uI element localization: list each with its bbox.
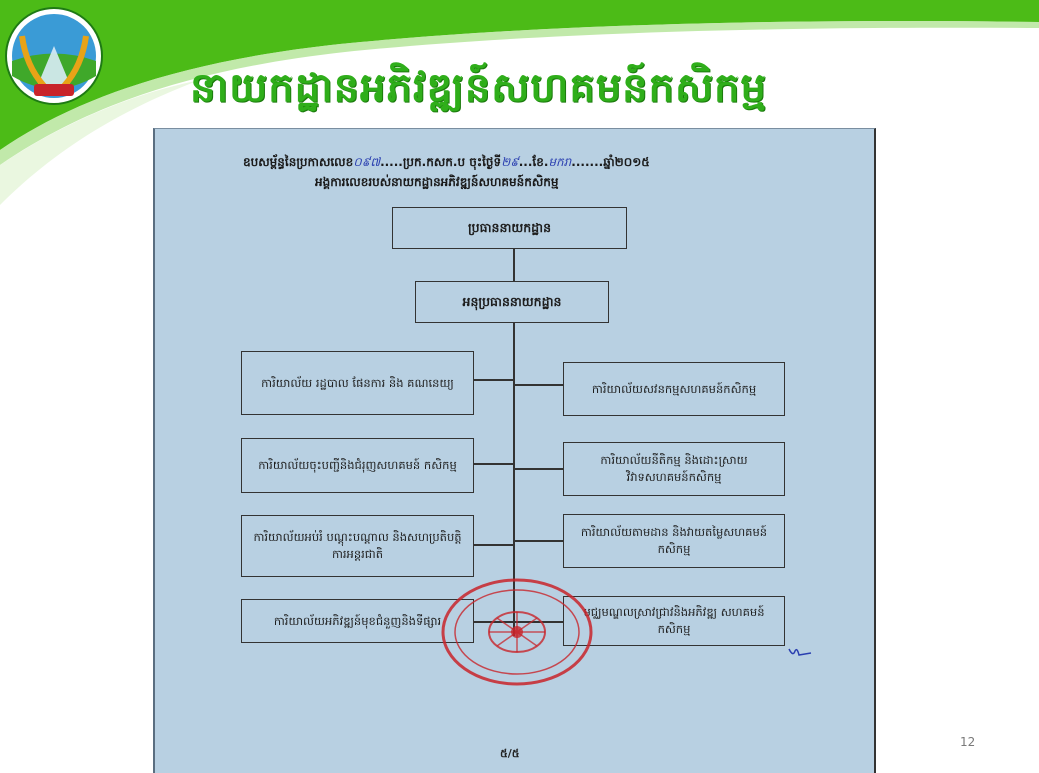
org-box-left-office: ការិយាល័យចុះបញ្ជីនិងជំរុញសហគមន៍ កសិកម្ម: [241, 438, 474, 493]
connector-main: [513, 249, 515, 287]
connector-right-3: [514, 540, 563, 542]
header-year: .......ឆ្នាំ២០១៥: [571, 155, 650, 169]
org-box-deputy-director: អនុប្រធាននាយកដ្ឋាន: [415, 281, 609, 323]
connector-spine: [513, 321, 515, 636]
org-box-right-office: ការិយាល័យតាមដាន និងវាយតម្លៃសហគមន៍កសិកម្ម: [563, 514, 785, 568]
org-box-right-office: ការិយាល័យសវនកម្មសហគមន៍កសិកម្ម: [563, 362, 785, 416]
header-number: ០៩៧: [353, 155, 381, 169]
scanned-document: ឧបសម្ព័ន្ធនៃប្រកាសលេខ០៩៧.....ប្រក.កសក.ប …: [153, 128, 876, 773]
connector-right-4: [514, 621, 563, 623]
document-header: ឧបសម្ព័ន្ធនៃប្រកាសលេខ០៩៧.....ប្រក.កសក.ប …: [243, 154, 650, 172]
org-box-left-office: ការិយាល័យអភិវឌ្ឍន៍មុខជំនួញនិងទីផ្សារ: [241, 599, 474, 643]
header-agency: .....ប្រក.កសក.ប ចុះថ្ងៃទី: [380, 155, 502, 169]
signature-initial-icon: [788, 648, 812, 656]
connector-left-4: [474, 621, 514, 623]
org-box-right-office: មជ្ឈមណ្ឌលស្រាវជ្រាវនិងអភិវឌ្ឍ សហគមន៍កសិក…: [563, 596, 785, 646]
connector-left-2: [474, 463, 514, 465]
document-page-number: ៥/៥: [500, 747, 520, 760]
slide-number: 12: [960, 735, 976, 749]
header-day: ២៩: [501, 155, 519, 169]
slide-title: នាយកដ្ឋានអភិវឌ្ឍន៍សហគមន៍កសិកម្ម: [190, 65, 767, 111]
header-month-label: ...ខែ.: [518, 155, 549, 169]
org-box-director: ប្រធាននាយកដ្ឋាន: [392, 207, 627, 249]
header-month: មករា: [548, 155, 572, 169]
document-subheader: អង្គការលេខរបស់នាយកដ្ឋានអភិវឌ្ឍន៍សហគមន៍កស…: [315, 175, 559, 189]
org-box-left-office: ការិយាល័យ រដ្ឋបាល ផែនការ និង គណនេយ្យ: [241, 351, 474, 415]
connector-left-1: [474, 379, 514, 381]
org-box-right-office: ការិយាល័យនីតិកម្ម និងដោះស្រាយវិវាទសហគមន៍…: [563, 442, 785, 496]
header-prefix: ឧបសម្ព័ន្ធនៃប្រកាសលេខ: [243, 155, 354, 169]
org-box-left-office: ការិយាល័យអប់រំ បណ្ដុះបណ្ដាល និងសហប្រតិបត…: [241, 515, 474, 577]
connector-right-2: [514, 468, 563, 470]
connector-right-1: [514, 384, 563, 386]
connector-left-3: [474, 544, 514, 546]
ministry-seal-icon: [5, 7, 103, 105]
